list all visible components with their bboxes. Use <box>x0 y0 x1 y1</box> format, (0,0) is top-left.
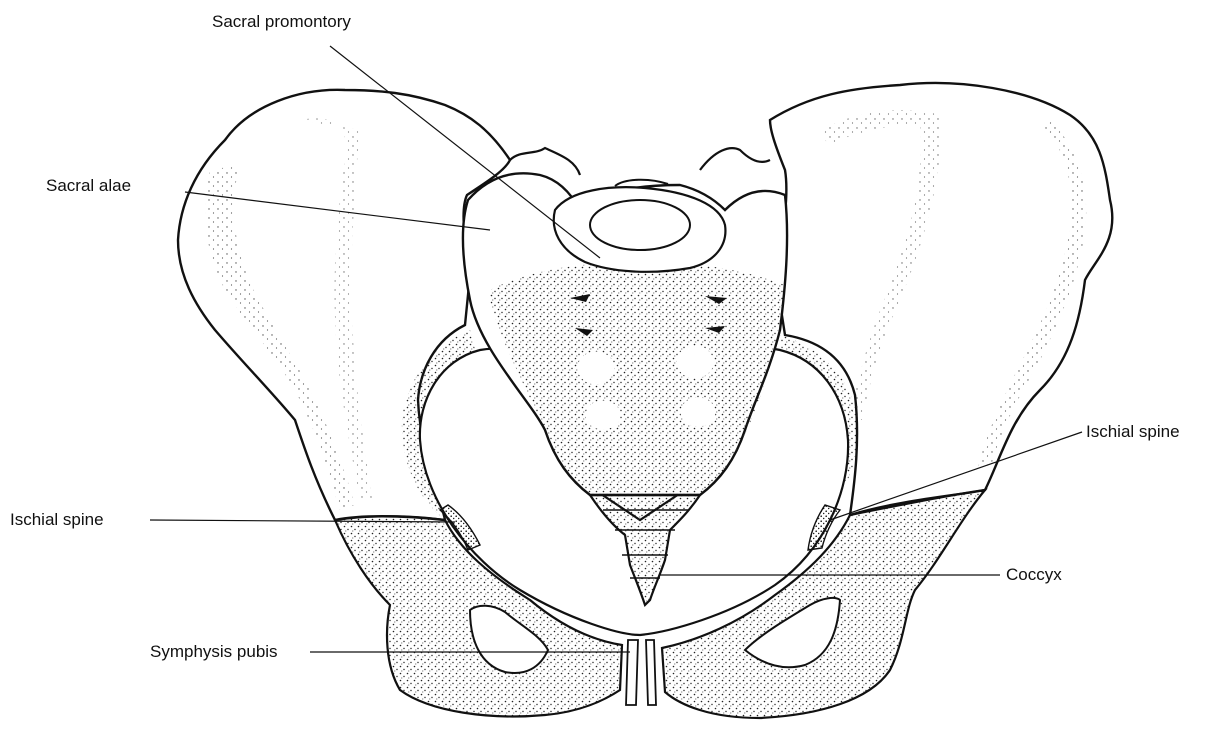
label-sacral-promontory: Sacral promontory <box>212 12 351 32</box>
label-coccyx: Coccyx <box>1006 565 1062 585</box>
label-ischial-spine-right: Ischial spine <box>1086 422 1180 442</box>
label-symphysis-pubis: Symphysis pubis <box>150 642 278 662</box>
symphysis-pubis <box>626 640 638 705</box>
label-sacral-alae: Sacral alae <box>46 176 131 196</box>
label-ischial-spine-left: Ischial spine <box>10 510 104 530</box>
